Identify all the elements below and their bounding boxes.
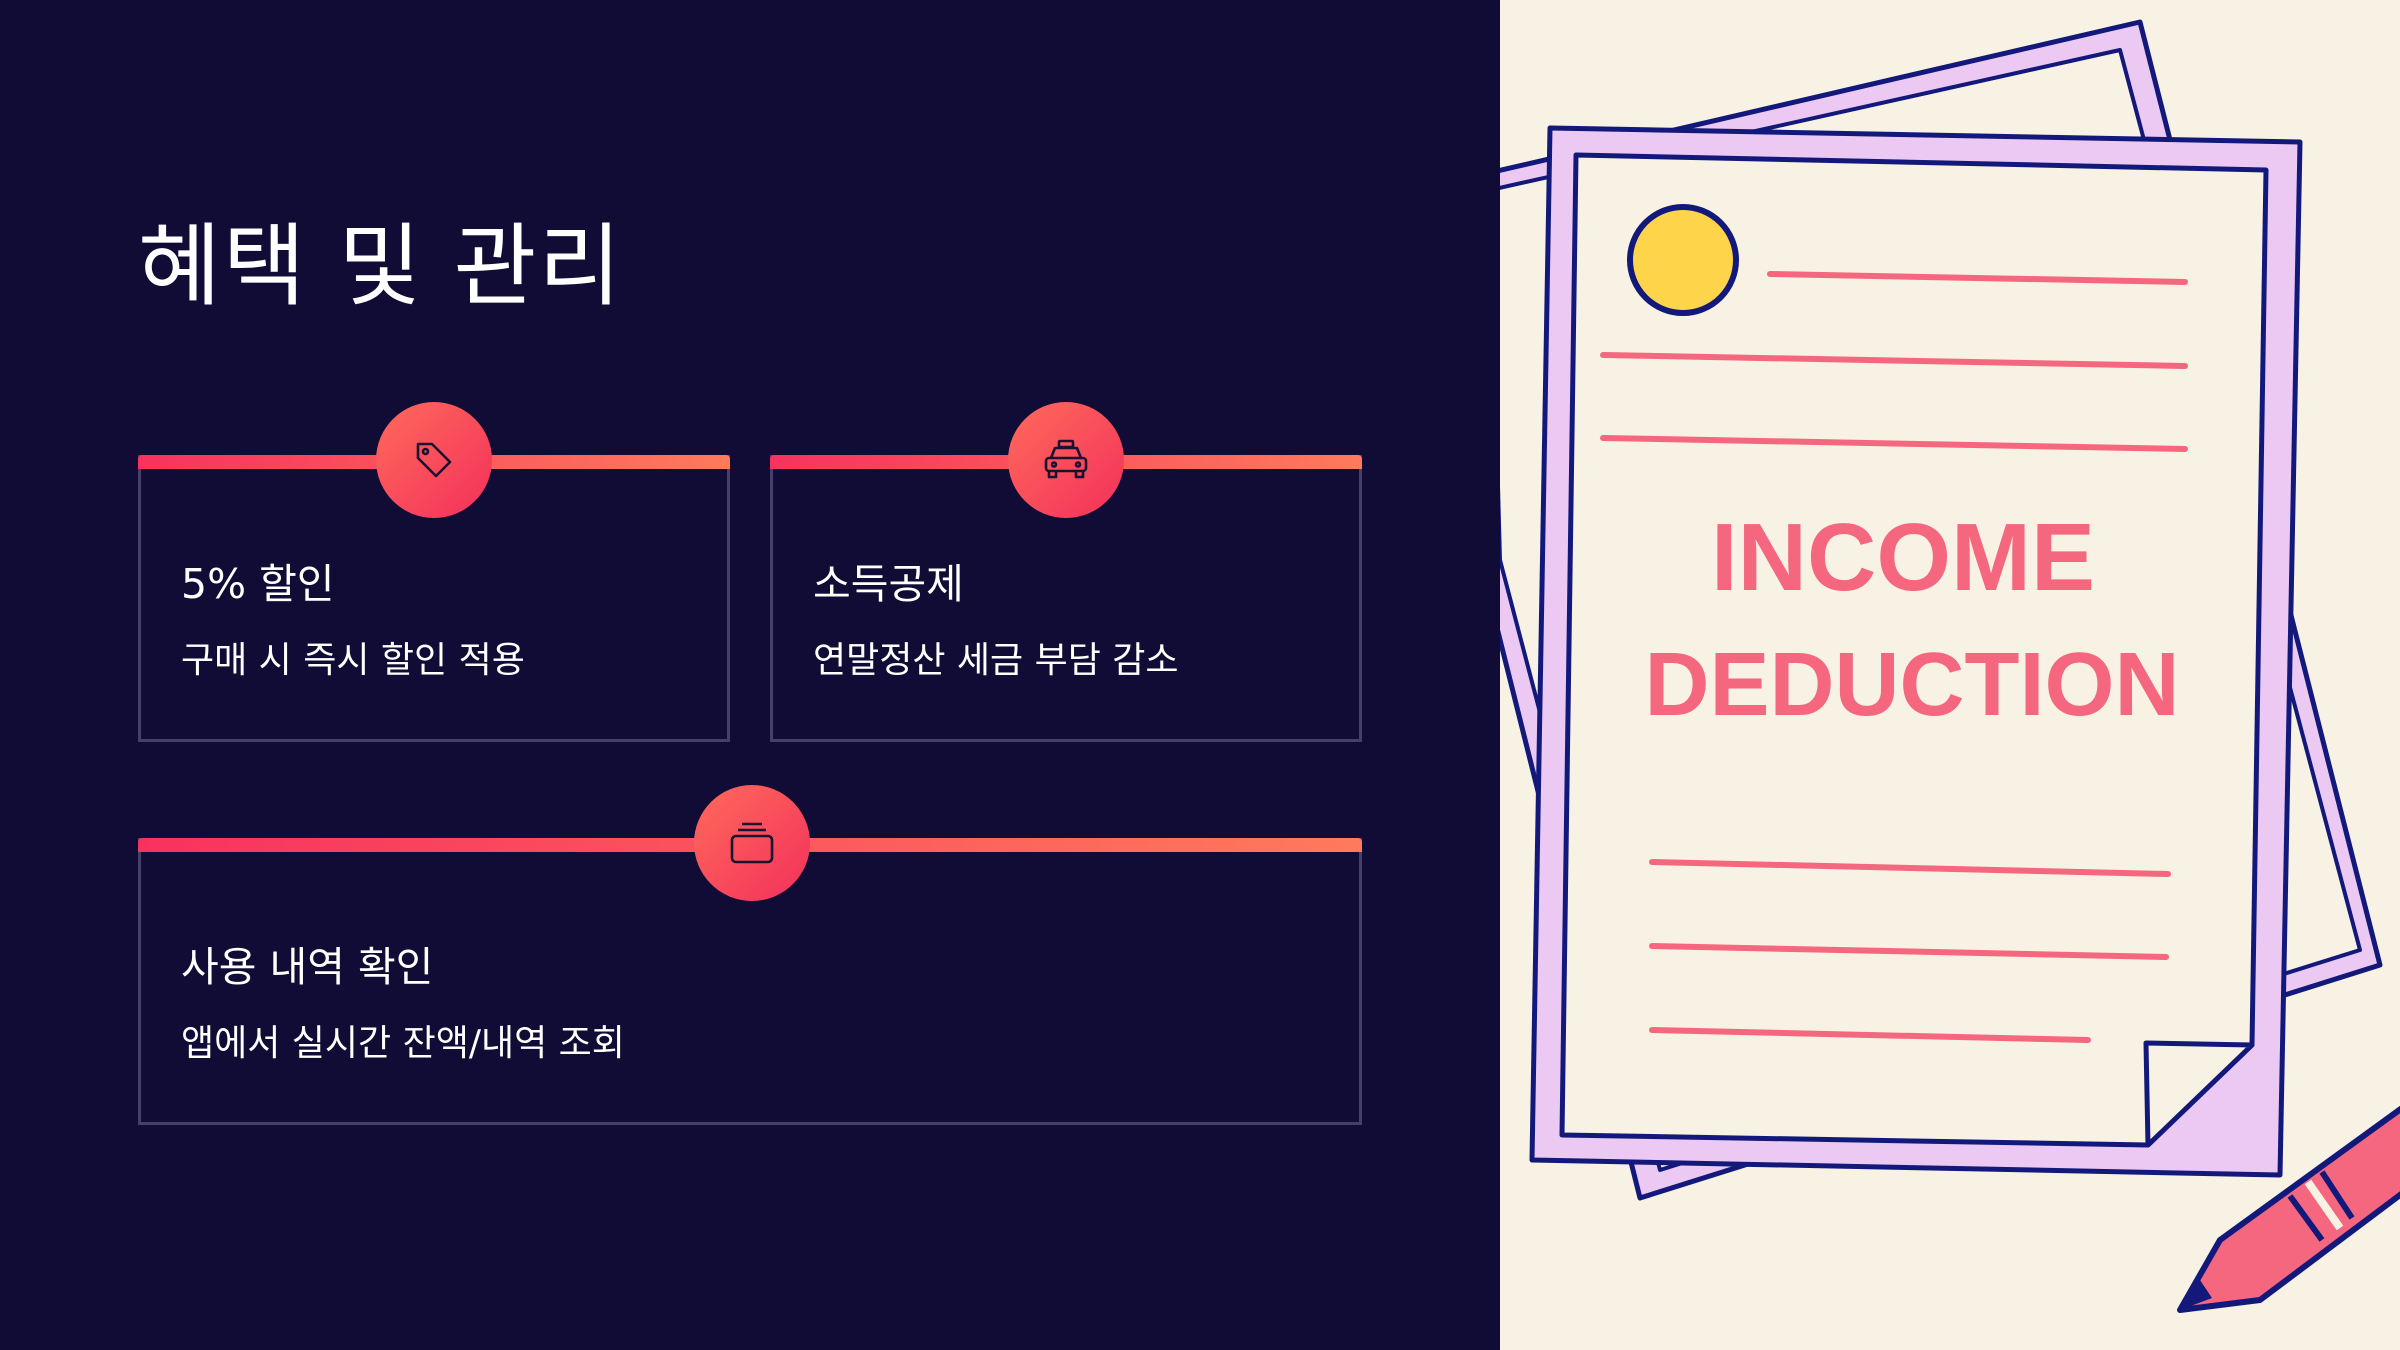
pen-icon [2177, 1105, 2400, 1313]
card-usage-history: 사용 내역 확인 앱에서 실시간 잔액/내역 조회 [138, 785, 1362, 1125]
card-title: 사용 내역 확인 [181, 943, 434, 991]
card-title: 5% 할인 [181, 560, 335, 608]
card-income-deduction: 소득공제 연말정산 세금 부담 감소 [770, 402, 1362, 742]
income-deduction-illustration: INCOME DEDUCTION [1500, 19, 2400, 1313]
card-description: 구매 시 즉시 할인 적용 [181, 640, 525, 681]
document-heading-line1: INCOME [1711, 504, 2095, 611]
car-icon [1041, 438, 1091, 482]
text-lines [1600, 271, 2188, 1043]
stack-icon [728, 820, 776, 866]
sun-icon [1627, 204, 1739, 316]
card-title: 소득공제 [813, 560, 964, 608]
card-description: 앱에서 실시간 잔액/내역 조회 [181, 1023, 625, 1064]
card-description: 연말정산 세금 부담 감소 [813, 640, 1179, 681]
card-badge [1008, 402, 1124, 518]
card-badge [376, 402, 492, 518]
card-badge [694, 785, 810, 901]
document-heading-line2: DEDUCTION [1645, 635, 2180, 735]
card-discount: 5% 할인 구매 시 즉시 할인 적용 [138, 402, 730, 742]
illustration-panel: INCOME DEDUCTION [1500, 0, 2400, 1350]
page-title: 혜택 및 관리 [138, 214, 624, 319]
tag-icon [412, 438, 456, 482]
front-sheet [1529, 125, 2303, 1178]
content-panel: 혜택 및 관리 5% 할인 구매 시 즉시 할인 적용 [138, 214, 1362, 1125]
